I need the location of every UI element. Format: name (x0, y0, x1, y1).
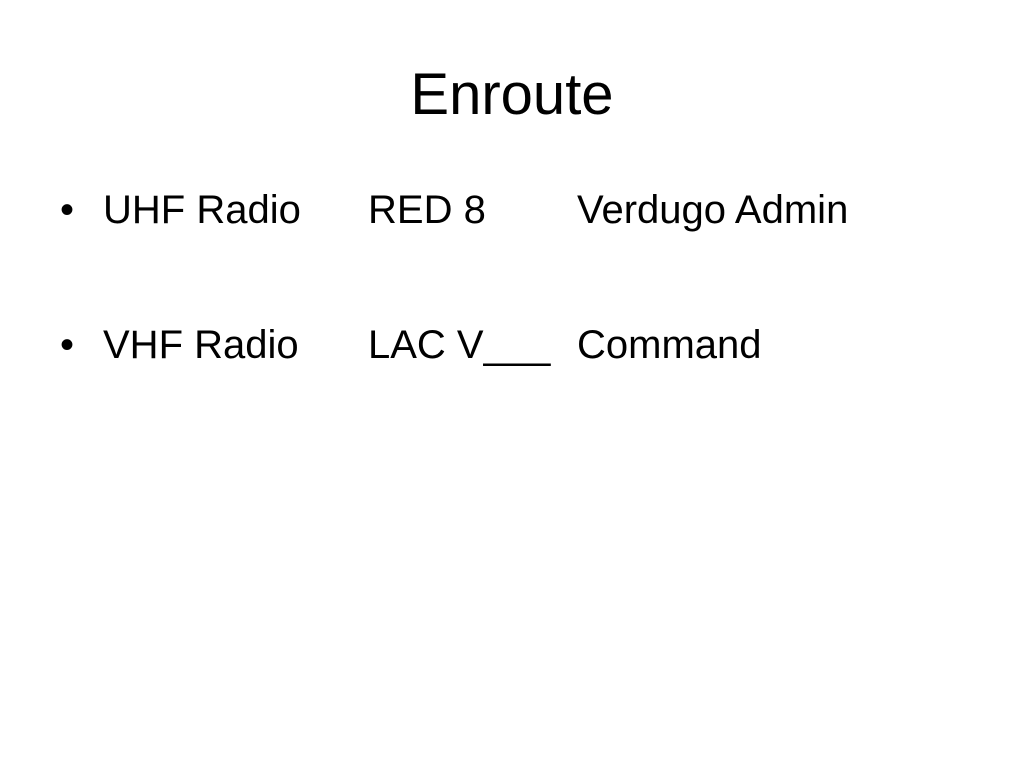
slide-title: Enroute (410, 62, 614, 127)
callsign-vhf: Command (577, 323, 762, 367)
channel-uhf: RED 8 (368, 188, 486, 232)
channel-vhf: LAC V___ (368, 323, 551, 367)
callsign-uhf: Verdugo Admin (577, 188, 849, 232)
bullet-icon: • (60, 188, 75, 232)
bullet-icon: • (60, 323, 75, 367)
radio-type-vhf: VHF Radio (103, 323, 299, 367)
bullet-row-uhf: • UHF Radio RED 8 Verdugo Admin (0, 186, 1024, 236)
radio-type-uhf: UHF Radio (103, 188, 301, 232)
bullet-row-vhf: • VHF Radio LAC V___ Command (0, 321, 1024, 371)
